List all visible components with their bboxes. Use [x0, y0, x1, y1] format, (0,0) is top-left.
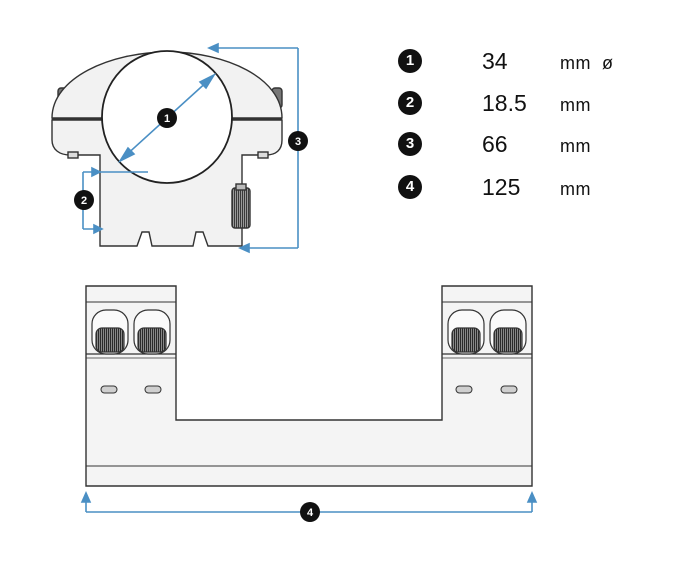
callout-diameter: 1 — [157, 108, 177, 128]
mount-side-view — [85, 285, 533, 487]
spec-value: 18.5 — [482, 90, 527, 116]
spec-badge: 4 — [398, 175, 422, 199]
spec-badge: 2 — [398, 91, 422, 115]
spec-badge: 3 — [398, 132, 422, 156]
cap-screws-right — [447, 309, 527, 355]
ring-notch-right — [257, 151, 269, 159]
spec-badge: 1 — [398, 49, 422, 73]
spec-row-length: 4 125 mm — [398, 174, 648, 202]
svg-text:2: 2 — [81, 195, 87, 207]
callout-length: 4 — [300, 502, 320, 522]
callout-center-height: 2 — [74, 190, 94, 210]
mount-body — [85, 285, 533, 487]
ring-front-view — [51, 50, 283, 247]
svg-text:3: 3 — [295, 136, 301, 148]
spec-row-total-height: 3 66 mm — [398, 131, 648, 159]
spec-unit: mm ø — [560, 53, 614, 73]
callout-total-height: 3 — [288, 131, 308, 151]
spec-unit: mm — [560, 136, 591, 156]
spec-value: 34 — [482, 48, 508, 74]
spec-row-diameter: 1 34 mm ø — [398, 48, 648, 76]
spec-row-center-height: 2 18.5 mm — [398, 90, 648, 118]
svg-text:1: 1 — [164, 113, 170, 125]
cap-screws-left — [91, 309, 171, 355]
ring-notch-left — [67, 151, 79, 159]
base-slots — [100, 385, 518, 394]
spec-value: 125 — [482, 174, 521, 200]
spec-value: 66 — [482, 131, 508, 157]
clamp-screw-cap — [235, 183, 247, 191]
spec-unit: mm — [560, 95, 591, 115]
clamp-screw-body — [231, 187, 251, 229]
svg-text:4: 4 — [307, 507, 314, 519]
spec-unit: mm — [560, 179, 591, 199]
